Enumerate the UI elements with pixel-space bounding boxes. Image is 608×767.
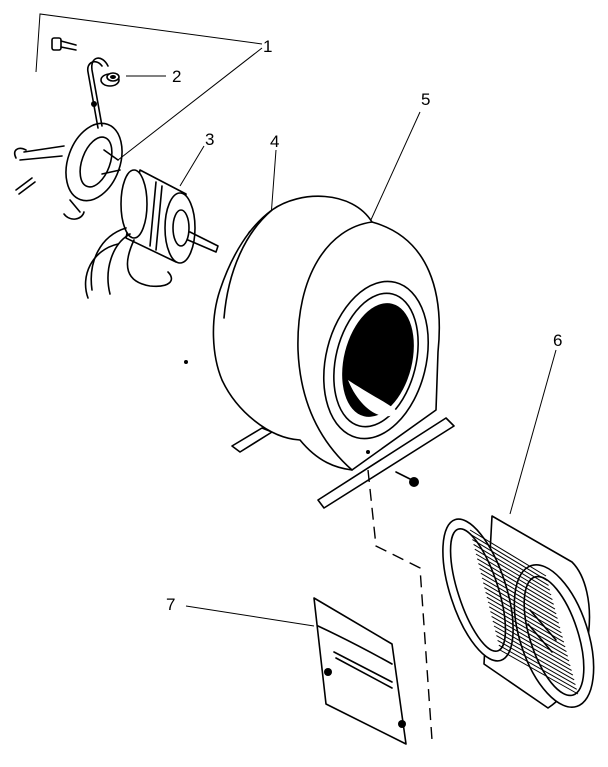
wheel-blade xyxy=(487,601,566,648)
blower-housing-icon xyxy=(184,195,455,509)
wheel-blade xyxy=(480,572,558,619)
blower-wheel-icon xyxy=(442,515,595,709)
wheel-blade xyxy=(497,639,576,685)
callout-2: 2 xyxy=(172,67,181,86)
wheel-blade xyxy=(498,644,577,690)
callout-5: 5 xyxy=(421,90,430,109)
callout-1: 1 xyxy=(263,37,272,56)
callout-6: 6 xyxy=(553,331,562,350)
wheel-blade xyxy=(492,620,571,667)
wheel-blade xyxy=(499,649,579,695)
wheel-blade xyxy=(493,625,572,671)
grommet-icon xyxy=(100,72,120,87)
wheel-blade xyxy=(490,611,569,657)
blower-motor-icon xyxy=(84,169,219,299)
wheel-blade xyxy=(478,563,556,610)
leader-lines xyxy=(35,13,557,627)
mounting-bracket-and-bolts-icon xyxy=(13,37,123,220)
wheel-blade xyxy=(473,543,551,591)
wheel-blade xyxy=(474,548,552,596)
callout-4: 4 xyxy=(270,132,279,151)
wheel-blade xyxy=(469,529,547,577)
wheel-blade xyxy=(476,558,554,605)
wheel-blade xyxy=(484,587,562,634)
wheel-blade xyxy=(494,630,574,676)
wheel-blade xyxy=(481,577,560,624)
callout-3: 3 xyxy=(205,130,214,149)
callout-7: 7 xyxy=(166,595,175,614)
wheel-blade xyxy=(482,582,561,629)
wheel-blade xyxy=(491,615,570,662)
wheel-blade xyxy=(472,539,549,586)
wheel-blade xyxy=(475,553,553,601)
wheel-blade xyxy=(485,591,563,638)
cutoff-plate-icon xyxy=(313,597,407,745)
wheel-blade xyxy=(479,567,557,615)
wheel-blade xyxy=(496,635,575,681)
wheel-blade xyxy=(470,534,548,582)
callout-labels: 1 2 3 4 5 6 7 xyxy=(166,37,562,614)
assembly-guide-line xyxy=(367,469,433,741)
wheel-blade xyxy=(488,606,567,652)
